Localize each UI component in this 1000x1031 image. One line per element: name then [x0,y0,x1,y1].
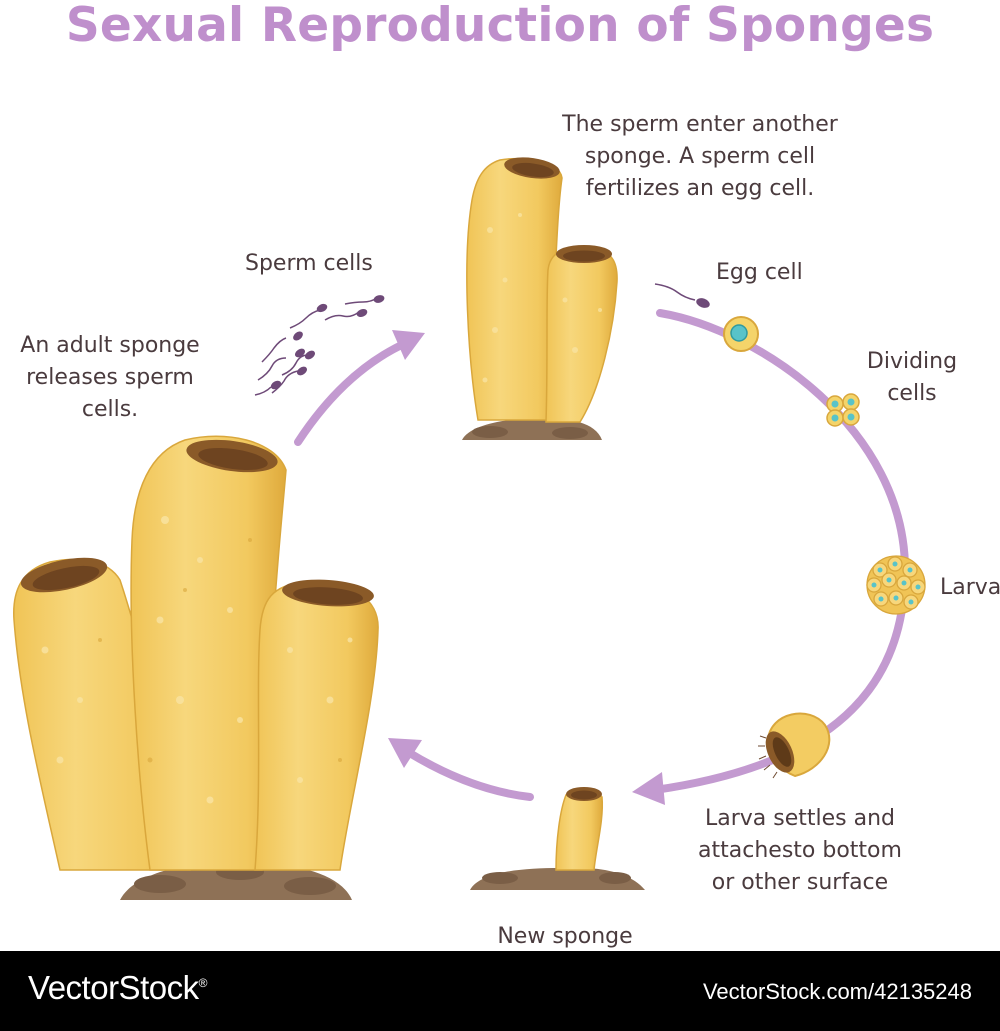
sperm-cells-icon [254,295,385,396]
brand-name: VectorStock [28,969,199,1006]
arrow-larva-to-new-sponge-head [632,772,665,805]
brand-logo: VectorStock® [28,969,207,1007]
new-sponge-icon [470,787,645,890]
label-new-sponge: New sponge [497,924,633,949]
larva-icon [866,555,926,615]
arrow-adult-to-fertilization-head [392,330,425,360]
watermark-footer: VectorStock® VectorStock.com/42135248 [0,951,1000,1031]
dividing-cells-icon [826,393,860,427]
egg-cell-icon [723,316,759,352]
diagram-title: Sexual Reproduction of Sponges [65,0,935,53]
arrow-adult-to-fertilization [294,338,412,446]
stock-id: VectorStock.com/42135248 [702,979,972,1004]
label-larva-settles: Larva settles and attachesto bottom or o… [698,806,902,895]
label-larva: Larva [940,575,1000,600]
sperm-to-egg-icon [654,283,710,308]
label-fertilization: The sperm enter another sponge. A sperm … [562,112,838,201]
settling-larva-icon [758,712,831,779]
label-adult-release: An adult sponge releases sperm cells. [20,333,200,422]
sponge-life-cycle-diagram [13,157,926,900]
label-dividing-cells: Dividing cells [866,349,958,406]
fertilization-sponge-icon [462,157,618,440]
arrow-new-sponge-to-adult-head [388,738,422,768]
brand-registered-mark: ® [198,976,208,990]
arrow-new-sponge-to-adult [404,748,534,801]
label-sperm-cells: Sperm cells [245,251,373,276]
adult-sponge-icon [13,435,379,900]
label-egg-cell: Egg cell [716,260,803,285]
